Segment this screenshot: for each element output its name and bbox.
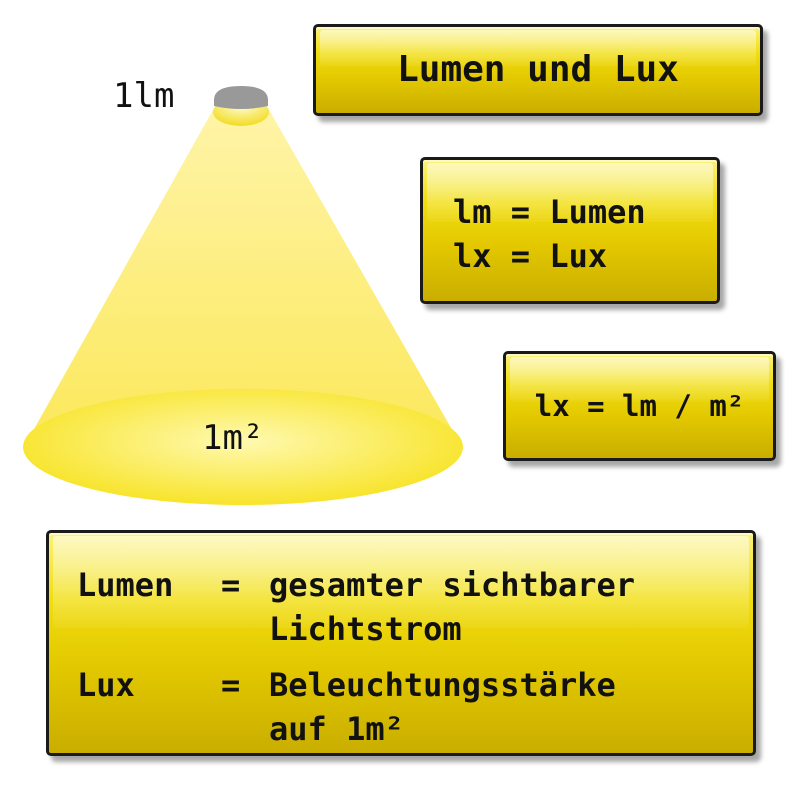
lamp-icon (214, 86, 268, 109)
definition-term: Lumen (77, 566, 174, 604)
abbreviation-row: lx = Lux (453, 234, 717, 278)
abbreviation-symbol: lx (453, 237, 492, 275)
formula-text: lx = lm / m² (534, 389, 745, 423)
light-beam (24, 108, 462, 447)
title-text: Lumen und Lux (397, 49, 679, 90)
abbreviation-meaning: Lux (549, 237, 608, 275)
title-box: Lumen und Lux (313, 24, 763, 116)
definition-text: Beleuchtungsstärke (269, 666, 616, 704)
definition-continuation: auf 1m² (77, 707, 753, 751)
equals-sign: = (510, 237, 531, 275)
definition-text: Lichtstrom (269, 610, 462, 648)
equals-sign: = (221, 566, 241, 604)
light-source-label: 1lm (113, 76, 175, 116)
equals-sign: = (510, 193, 531, 231)
definition-text: auf 1m² (269, 710, 404, 748)
definition-row: Lux = Beleuchtungsstärke (77, 663, 753, 707)
area-label: 1m² (202, 418, 264, 458)
formula-box: lx = lm / m² (503, 351, 776, 461)
abbreviation-meaning: Lumen (549, 193, 646, 231)
abbreviation-row: lm = Lumen (453, 190, 717, 234)
definition-continuation: Lichtstrom (77, 607, 753, 651)
definition-text: gesamter sichtbarer (269, 566, 636, 604)
definition-row: Lumen = gesamter sichtbarer (77, 563, 753, 607)
equals-sign: = (221, 666, 241, 704)
illuminated-area (23, 389, 463, 505)
definitions-box: Lumen = gesamter sichtbarer Lichtstrom Lux… (46, 530, 756, 756)
definition-term: Lux (77, 666, 135, 704)
abbreviation-symbol: lm (453, 193, 492, 231)
abbreviations-box: lm = Lumen lx = Lux (420, 157, 720, 304)
